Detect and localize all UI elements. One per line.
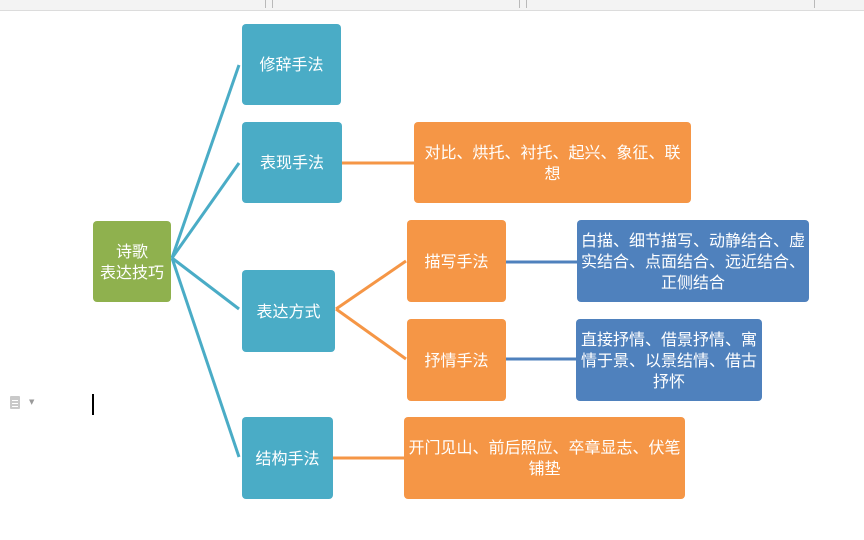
- connector-root-rhetoric: [170, 64, 241, 259]
- node-lyric-detail-text: 直接抒情、借景抒情、寓情于景、以景结情、借古抒怀: [580, 329, 757, 391]
- node-lyric[interactable]: 抒情手法: [407, 319, 506, 401]
- node-manner-label: 表达方式: [256, 301, 321, 321]
- connector-manner-description: [335, 259, 407, 311]
- node-structure-label: 结构手法: [255, 448, 320, 468]
- node-structure-detail[interactable]: 开门见山、前后照应、卒章显志、伏笔铺垫: [404, 417, 685, 499]
- node-manner[interactable]: 表达方式: [242, 270, 335, 352]
- node-expression-detail-text: 对比、烘托、衬托、起兴、象征、联想: [424, 142, 681, 183]
- node-rhetoric-label: 修辞手法: [259, 55, 324, 74]
- root-label-line1: 诗歌: [115, 241, 148, 261]
- ruler-marker: [526, 0, 527, 8]
- chevron-down-icon[interactable]: ▼: [29, 398, 35, 406]
- node-description-label: 描写手法: [424, 251, 489, 271]
- node-structure-detail-text: 开门见山、前后照应、卒章显志、伏笔铺垫: [408, 438, 681, 478]
- ruler-marker: [519, 0, 520, 8]
- ruler-bar: [0, 0, 864, 11]
- root-label: 诗歌 表达技巧: [100, 241, 164, 283]
- connector-root-structure: [170, 257, 241, 458]
- node-lyric-label: 抒情手法: [424, 350, 489, 370]
- root-node[interactable]: 诗歌 表达技巧: [93, 221, 171, 302]
- document-icon[interactable]: [10, 396, 20, 409]
- node-description[interactable]: 描写手法: [407, 220, 506, 302]
- node-description-detail[interactable]: 白描、细节描写、动静结合、虚实结合、点面结合、远近结合、正侧结合: [577, 220, 809, 302]
- connector-manner-lyric: [335, 307, 407, 361]
- connector-root-manner: [171, 256, 240, 311]
- node-lyric-detail[interactable]: 直接抒情、借景抒情、寓情于景、以景结情、借古抒怀: [576, 319, 762, 401]
- node-rhetoric[interactable]: 修辞手法: [242, 24, 341, 105]
- node-structure[interactable]: 结构手法: [242, 417, 333, 499]
- ruler-marker: [814, 0, 815, 8]
- connector-root-expression: [170, 162, 241, 259]
- node-expression-label: 表现手法: [259, 153, 324, 172]
- ruler-marker: [265, 0, 266, 8]
- root-label-line2: 表达技巧: [99, 262, 164, 282]
- node-expression[interactable]: 表现手法: [242, 122, 342, 203]
- node-description-detail-text: 白描、细节描写、动静结合、虚实结合、点面结合、远近结合、正侧结合: [581, 230, 806, 292]
- text-cursor: [92, 394, 94, 415]
- node-expression-detail[interactable]: 对比、烘托、衬托、起兴、象征、联想: [414, 122, 691, 203]
- ruler-marker: [272, 0, 273, 8]
